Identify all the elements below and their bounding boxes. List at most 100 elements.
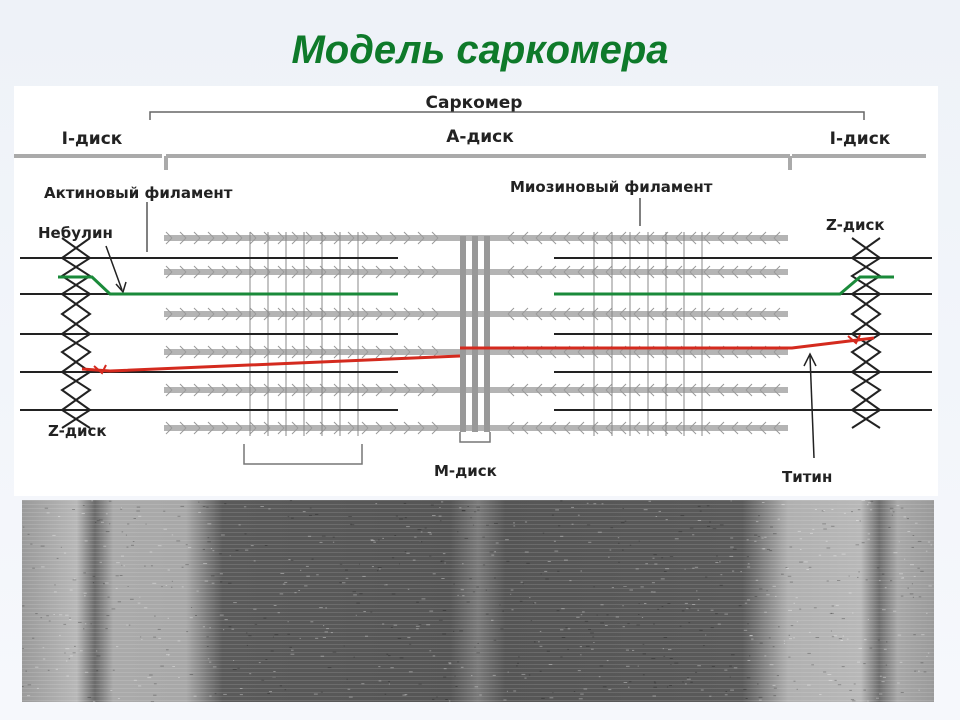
myosin-head (549, 383, 557, 397)
titin-label: Титин (782, 468, 832, 486)
myosin-head (577, 421, 585, 435)
sarcomere-label: Саркомер (426, 93, 523, 113)
myosin-head (235, 265, 243, 279)
myosin-head (347, 307, 355, 321)
myosin-head (277, 307, 285, 321)
sarcomere-bracket (149, 111, 865, 120)
myosin-head (333, 265, 341, 279)
myosin-head (389, 307, 397, 321)
myosin-head (207, 421, 215, 435)
nebulin-left (58, 275, 398, 296)
myosin-head (731, 265, 739, 279)
myosin-head (745, 383, 753, 397)
myosin-head (521, 265, 529, 279)
myosin-head (563, 231, 571, 245)
myosin-head (605, 231, 613, 245)
myosin-head (731, 307, 739, 321)
actin-overlap-bracket (243, 444, 363, 465)
myosin-head (375, 231, 383, 245)
myosin-head (661, 383, 669, 397)
z-disc-zigzag (850, 237, 882, 429)
myosin-head (689, 231, 697, 245)
myosin-head (305, 421, 313, 435)
myosin-head (563, 265, 571, 279)
myosin-head (759, 383, 767, 397)
m-disc (460, 236, 490, 432)
myosin-head (605, 421, 613, 435)
myosin-head (417, 265, 425, 279)
myosin-head (375, 383, 383, 397)
myosin-head (675, 421, 683, 435)
myosin-head (277, 265, 285, 279)
myosin-head (193, 231, 201, 245)
myosin-head (305, 265, 313, 279)
myosin-head (647, 231, 655, 245)
titin-left (81, 354, 461, 373)
myosin-head (431, 421, 439, 435)
z-disc-zigzag (850, 237, 882, 429)
myosin-head (717, 421, 725, 435)
myosin-head (221, 265, 229, 279)
myosin-head (277, 345, 285, 359)
myosin-head (703, 265, 711, 279)
myosin-head (221, 421, 229, 435)
myosin-head (591, 383, 599, 397)
myosin-head (507, 265, 515, 279)
i-disc-right-label: I-диск (830, 129, 891, 149)
myosin-head (291, 421, 299, 435)
myosin-head (759, 231, 767, 245)
myosin-head (403, 231, 411, 245)
myosin-head (235, 421, 243, 435)
myosin-head (521, 383, 529, 397)
myosin-head (661, 231, 669, 245)
myosin-head (207, 383, 215, 397)
myosin-head (507, 421, 515, 435)
myosin-head (661, 265, 669, 279)
m-disc-bracket (459, 432, 491, 443)
myosin-head (619, 307, 627, 321)
myosin-head (507, 307, 515, 321)
myosin-head (689, 383, 697, 397)
nebulin-pointer (105, 245, 123, 291)
titin-right (460, 336, 875, 350)
myosin-head (535, 383, 543, 397)
myosin-head (647, 383, 655, 397)
myosin-head (417, 421, 425, 435)
myosin-head (389, 345, 397, 359)
myosin-head (235, 231, 243, 245)
myosin-head (619, 421, 627, 435)
myosin-head (221, 345, 229, 359)
myosin-head (319, 383, 327, 397)
myosin-head (521, 231, 529, 245)
myosin-head (661, 307, 669, 321)
myosin-head (375, 307, 383, 321)
myosin-filament-label: Миозиновый филамент (510, 178, 713, 196)
myosin-head (305, 345, 313, 359)
myosin-head (647, 307, 655, 321)
myosin-head (619, 383, 627, 397)
myosin-head (389, 231, 397, 245)
z-disc-left-label: Z-диск (48, 422, 107, 440)
myosin-head (249, 383, 257, 397)
myosin-head (263, 231, 271, 245)
myosin-head (207, 345, 215, 359)
myosin-head (179, 307, 187, 321)
myosin-head (661, 421, 669, 435)
myosin-head (731, 383, 739, 397)
myosin-head (773, 265, 781, 279)
myosin-head (647, 265, 655, 279)
myosin-head (235, 307, 243, 321)
myosin-head (207, 265, 215, 279)
myosin-head (591, 307, 599, 321)
myosin-head (431, 265, 439, 279)
m-disc-label: М-диск (434, 462, 497, 480)
myosin-head (745, 307, 753, 321)
myosin-head (521, 421, 529, 435)
myosin-head (179, 231, 187, 245)
titin-pointer (809, 355, 815, 459)
myosin-head (563, 307, 571, 321)
myosin-head (319, 231, 327, 245)
myosin-head (389, 265, 397, 279)
myosin-head (731, 231, 739, 245)
disc-band-line (14, 154, 926, 170)
